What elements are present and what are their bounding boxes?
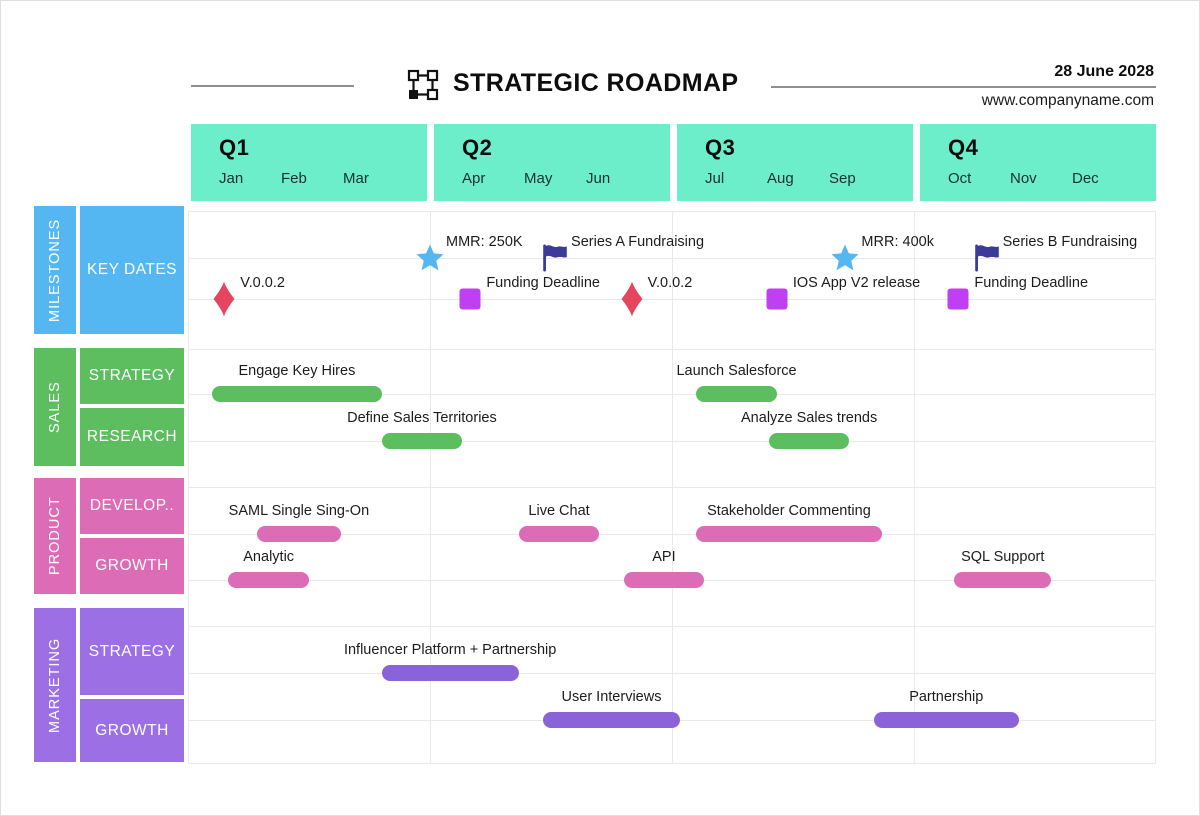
gantt-bar-label: Launch Salesforce — [676, 363, 797, 379]
milestone-label: IOS App V2 release — [792, 275, 921, 291]
quarter-q4: Q4 Oct Nov Dec — [920, 124, 1156, 201]
gantt-bar-label: API — [652, 549, 676, 565]
month-label: Jul — [705, 170, 725, 187]
gridline-vertical — [672, 211, 673, 763]
gantt-bar-label: User Interviews — [561, 689, 662, 705]
gantt-bar — [954, 572, 1052, 588]
star-icon — [416, 244, 444, 272]
diamond-icon — [213, 281, 235, 317]
month-label: Feb — [281, 170, 307, 187]
quarter-q2: Q2 Apr May Jun — [434, 124, 670, 201]
gantt-bar-label: Define Sales Territories — [347, 410, 497, 426]
gantt-bar-label: Engage Key Hires — [238, 363, 356, 379]
header-website: www.companyname.com — [981, 92, 1154, 109]
sidebar-row-sales-strategy: STRATEGY — [80, 348, 184, 404]
gantt-bar — [623, 572, 705, 588]
milestone-label: MRR: 400k — [861, 234, 934, 250]
milestone-label: Funding Deadline — [486, 275, 600, 291]
sidebar-section-marketing: MARKETING — [34, 608, 76, 762]
quarter-q3: Q3 Jul Aug Sep — [677, 124, 913, 201]
milestone-label: Series A Fundraising — [571, 234, 705, 250]
gantt-bar — [768, 433, 850, 449]
sidebar-row-marketing-growth: GROWTH — [80, 699, 184, 762]
gantt-bar-label: Analytic — [243, 549, 295, 565]
gantt-bar — [228, 572, 309, 588]
month-label: May — [524, 170, 553, 187]
month-label: Sep — [829, 170, 856, 187]
gantt-bar — [542, 712, 681, 728]
square-icon — [766, 288, 788, 310]
milestone-label: V.0.0.2 — [240, 275, 285, 291]
gantt-bar-label: Analyze Sales trends — [741, 410, 878, 426]
gantt-bar — [696, 526, 882, 542]
header-rule-right — [771, 86, 1156, 88]
sidebar-row-marketing-strategy: STRATEGY — [80, 608, 184, 695]
gantt-bar — [518, 526, 600, 542]
sidebar-row-key-dates: KEY DATES — [80, 206, 184, 334]
sidebar-section-milestones: MILESTONES — [34, 206, 76, 334]
gantt-bar — [381, 665, 519, 681]
header-rule-left — [191, 85, 354, 87]
quarter-label: Q3 — [705, 135, 736, 160]
month-label: Mar — [343, 170, 369, 187]
page-title: STRATEGIC ROADMAP — [453, 69, 739, 97]
gridline-vertical — [188, 211, 189, 763]
quarter-label: Q4 — [948, 135, 979, 160]
milestone-label: Funding Deadline — [974, 275, 1089, 291]
month-label: Apr — [462, 170, 486, 187]
gantt-bar-label: SAML Single Sing-On — [228, 503, 370, 519]
gantt-bar-label: Partnership — [909, 689, 984, 705]
milestone-label: Series B Fundraising — [1002, 234, 1138, 250]
connected-squares-icon — [407, 69, 439, 101]
gantt-bar — [381, 433, 463, 449]
gantt-bar — [256, 526, 342, 542]
quarter-q1: Q1 Jan Feb Mar — [191, 124, 427, 201]
gantt-bar-label: SQL Support — [961, 549, 1045, 565]
month-label: Dec — [1072, 170, 1099, 187]
flag-icon — [542, 244, 568, 273]
gantt-bar — [696, 386, 777, 402]
milestone-label: V.0.0.2 — [647, 275, 693, 291]
milestone-label: MMR: 250K — [446, 234, 523, 250]
month-label: Oct — [948, 170, 972, 187]
gridline-vertical — [914, 211, 915, 763]
gridline-vertical — [430, 211, 431, 763]
quarter-label: Q1 — [219, 135, 250, 160]
gantt-bar-label: Live Chat — [528, 503, 590, 519]
diamond-icon — [621, 281, 643, 317]
month-label: Nov — [1010, 170, 1037, 187]
gantt-bar — [873, 712, 1019, 728]
gridline-horizontal — [188, 763, 1156, 764]
star-icon — [831, 244, 859, 272]
sidebar-row-sales-research: RESEARCH — [80, 408, 184, 466]
month-label: Jan — [219, 170, 244, 187]
quarter-label: Q2 — [462, 135, 493, 160]
sidebar-row-product-growth: GROWTH — [80, 538, 184, 594]
sidebar-section-product: PRODUCT — [34, 478, 76, 594]
month-label: Aug — [767, 170, 794, 187]
flag-icon — [974, 244, 1000, 273]
month-label: Jun — [586, 170, 611, 187]
square-icon — [947, 288, 969, 310]
gantt-bar — [212, 386, 382, 402]
header-date: 28 June 2028 — [1054, 63, 1154, 80]
sidebar-section-sales: SALES — [34, 348, 76, 466]
sidebar-row-product-develop: DEVELOP.. — [80, 478, 184, 534]
quarter-header-row: Q1 Jan Feb Mar Q2 Apr May Jun Q3 Jul Aug… — [191, 124, 1156, 201]
gantt-bar-label: Influencer Platform + Partnership — [343, 642, 557, 658]
gantt-bar-label: Stakeholder Commenting — [707, 503, 871, 519]
square-icon — [459, 288, 481, 310]
gridline-vertical — [1155, 211, 1156, 763]
